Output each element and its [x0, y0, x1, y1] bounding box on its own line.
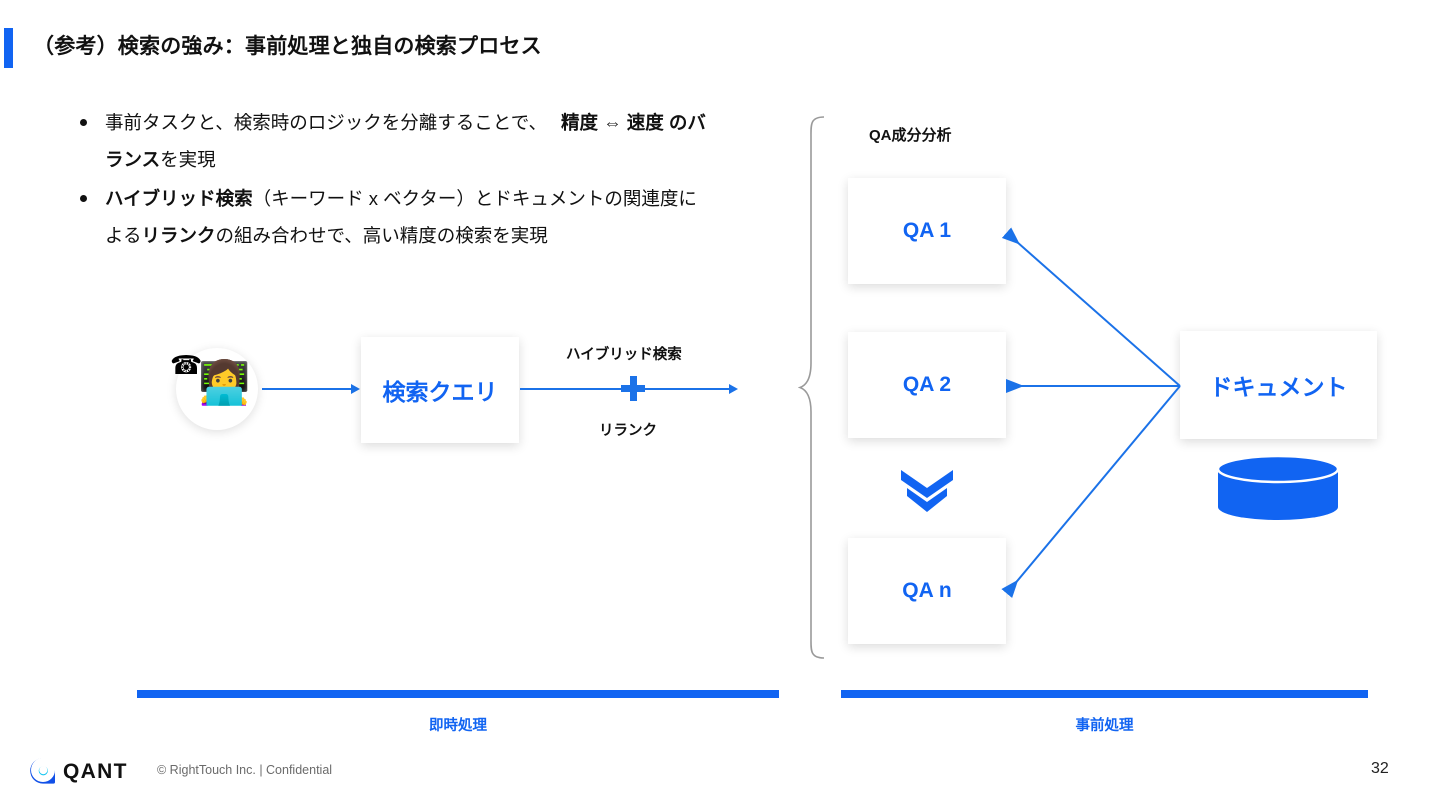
bullet-segment: の組み合わせで、高い精度の検索を実現: [215, 225, 548, 246]
database-cylinder-icon: [1218, 457, 1338, 520]
arrow-head-icon: [729, 383, 738, 394]
telephone-icon: ☎: [170, 350, 203, 380]
search-query-box: 検索クエリ: [361, 337, 519, 443]
bullet-list: 事前タスクと、検索時のロジックを分離することで、精度 ⇔ 速度 のバランスを実現…: [72, 104, 712, 256]
page-number: 32: [1371, 760, 1389, 777]
footer-copyright: © RightTouch Inc. | Confidential: [157, 763, 333, 777]
bullet-segment: （キーワード x ベクター）とドキュメントの関連度による: [105, 188, 697, 246]
chevron-double-down-icon: [901, 470, 953, 512]
bullet-segment-bold: リランク: [141, 225, 216, 246]
bullet-item-2: ハイブリッド検索（キーワード x ベクター）とドキュメントの関連度によるリランク…: [72, 180, 712, 254]
curly-brace-icon: [798, 116, 825, 659]
avatar: [176, 348, 258, 430]
bullet-segment-bold: 精度 ⇔ 速度 のバランス: [105, 112, 706, 170]
rerank-label: リランク: [599, 423, 657, 439]
person-with-laptop-icon: 👩‍💻: [198, 359, 251, 406]
qa-box-1: QA 1: [848, 178, 1006, 284]
arrow-avatar-to-query: [262, 388, 352, 390]
converging-arrows: [1001, 227, 1181, 599]
plus-icon: [621, 376, 645, 401]
bullet-item-1: 事前タスクと、検索時のロジックを分離することで、精度 ⇔ 速度 のバランスを実現: [72, 104, 712, 178]
phase-label-immediate: 即時処理: [429, 718, 487, 734]
qant-logo-text: QANT: [63, 760, 128, 783]
qa-section-title: QA成分分析: [869, 127, 952, 144]
hybrid-search-label: ハイブリッド検索: [566, 347, 682, 363]
qa-box-n: QA n: [848, 538, 1006, 644]
qant-logo-icon: [30, 758, 55, 784]
arrow-head-icon: [351, 383, 360, 394]
page-title: （参考）検索の強み：事前処理と独自の検索プロセス: [33, 35, 542, 58]
document-box: ドキュメント: [1180, 331, 1377, 439]
phase-bar-immediate: [137, 690, 779, 698]
phase-label-preprocess: 事前処理: [1075, 718, 1134, 734]
qa-box-2: QA 2: [848, 332, 1006, 438]
bullet-segment: を実現: [160, 149, 216, 170]
bullet-segment-bold: ハイブリッド検索: [105, 188, 253, 209]
bullet-segment: 事前タスクと、検索時のロジックを分離することで、: [105, 112, 547, 133]
title-accent-bar: [4, 28, 13, 68]
phase-bar-preprocess: [841, 690, 1368, 698]
